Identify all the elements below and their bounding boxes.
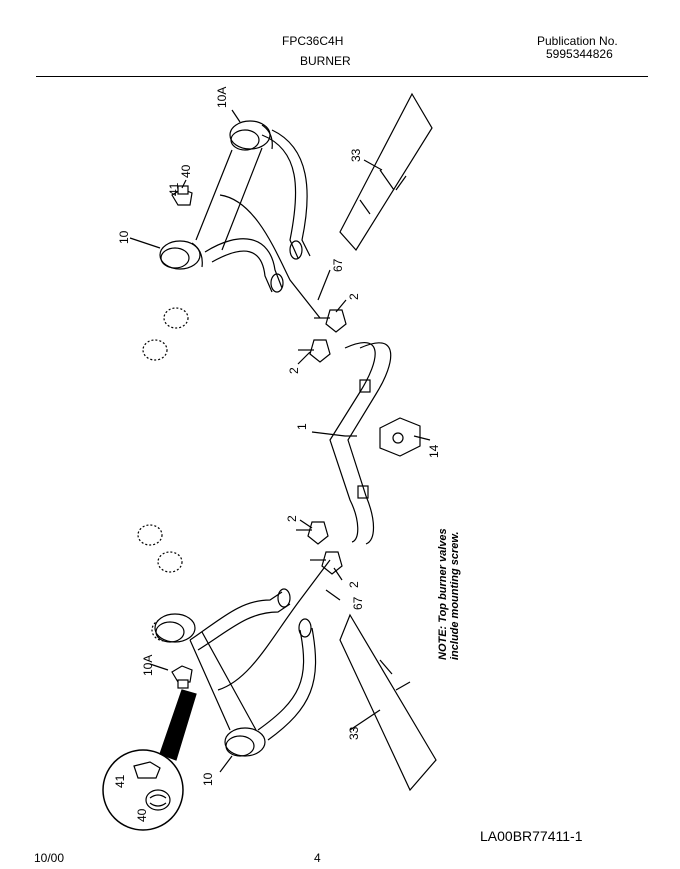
burner-head-10a-bottom: [154, 613, 196, 643]
callout-41-top: 41: [167, 182, 181, 196]
callout-10a-bottom: 10A: [141, 655, 155, 676]
model-number: FPC36C4H: [282, 34, 344, 48]
callout-10-bottom: 10: [201, 772, 215, 786]
burner-bracket-33-top: [339, 92, 433, 251]
callout-2-d: 2: [347, 581, 361, 588]
callout-33-bottom: 33: [347, 726, 361, 740]
callout-10a-top: 10A: [215, 87, 229, 108]
callout-67-top: 67: [331, 258, 345, 272]
callout-14: 14: [427, 444, 441, 458]
valve-2-bottom-a: [296, 521, 329, 545]
callout-1: 1: [295, 423, 309, 430]
burner-assembly-top: [142, 92, 433, 361]
header-rule: [36, 76, 648, 77]
callout-41-bottom: 41: [113, 774, 127, 788]
callout-2-c: 2: [285, 515, 299, 522]
note-block: NOTE: Top burner valves include mounting…: [437, 528, 461, 660]
callout-40-bottom: 40: [135, 808, 149, 822]
manifold-1: [329, 342, 392, 545]
publication-number: 5995344826: [546, 47, 613, 61]
figure-id: LA00BR77411-1: [480, 828, 583, 844]
burner-head-10a-top: [229, 120, 273, 151]
burner-assembly-bottom: [137, 524, 437, 792]
pressure-regulator-14: [379, 417, 421, 457]
callout-2-a: 2: [347, 293, 361, 300]
callout-40-top: 40: [179, 164, 193, 178]
callout-10-top: 10: [117, 230, 131, 244]
burner-head-10-top: [159, 240, 203, 270]
callout-67-bottom: 67: [351, 596, 365, 610]
valve-2-bottom-b: [310, 551, 343, 575]
valve-2-top-a: [314, 309, 347, 333]
revision-date: 10/00: [34, 851, 65, 865]
note-line-1: NOTE: Top burner valves: [437, 528, 449, 660]
page-number: 4: [314, 851, 321, 865]
burner-head-10-bottom: [224, 727, 266, 757]
valve-2-top-b: [298, 339, 331, 363]
detail-magnifier: [102, 689, 197, 831]
callout-labels: 10A 40 41 10 33 67 2 2 1 14 2 2 67 10A 3…: [113, 87, 441, 822]
burner-bracket-33-bottom: [339, 613, 437, 792]
note-line-2: include mounting screw.: [449, 531, 461, 660]
publication-label: Publication No.: [537, 34, 618, 48]
callout-33-top: 33: [349, 148, 363, 162]
callout-2-b: 2: [287, 367, 301, 374]
section-title: BURNER: [300, 54, 351, 68]
